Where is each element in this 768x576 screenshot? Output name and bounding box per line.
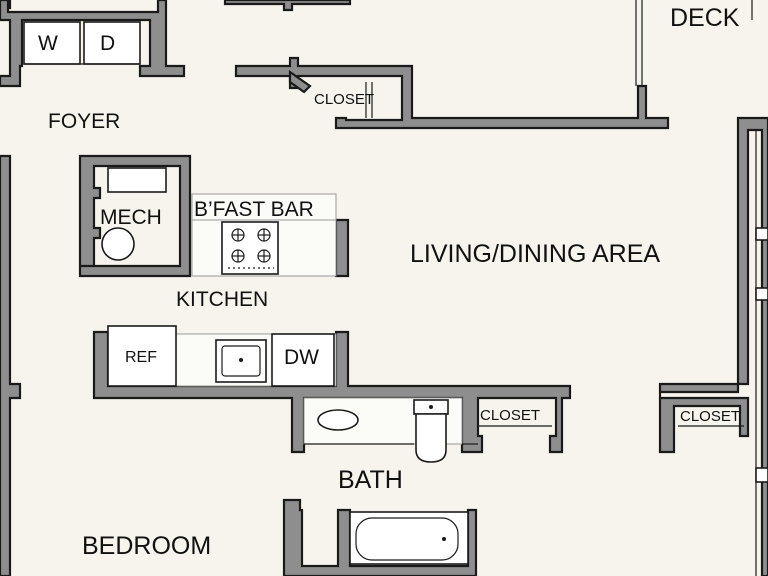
toilet-bowl [415, 413, 447, 463]
bedroom-closet-label: CLOSET [680, 408, 740, 425]
room-labels: DECK FOYER CLOSET MECH B’FAST BAR LIVING… [48, 4, 740, 560]
bath-fixtures [303, 397, 478, 565]
wall-bath-lower [282, 498, 478, 576]
bedroom-label: BEDROOM [82, 532, 211, 560]
wall-closet-door-jamb [288, 69, 312, 94]
mech-fixtures [101, 167, 167, 261]
deck-label: DECK [670, 4, 740, 32]
dryer-label: D [100, 32, 115, 55]
dryer [83, 21, 141, 65]
refrigerator [107, 325, 177, 387]
cooktop [221, 221, 279, 275]
breakfast-bar [191, 193, 337, 277]
washer [23, 21, 81, 65]
kitchen-label: KITCHEN [176, 288, 268, 311]
wall-mech-room [78, 154, 192, 278]
laundry: W D [23, 21, 141, 65]
mech-unit [107, 167, 167, 193]
washer-label: W [38, 32, 58, 55]
mech-label: MECH [100, 206, 162, 229]
right-windows [755, 130, 768, 576]
bathtub [349, 511, 469, 565]
dishwasher [271, 333, 335, 387]
burners-icon [228, 228, 274, 269]
closet-rods [365, 82, 744, 427]
wall-laundry-left [0, 0, 186, 88]
wall-bar-end [334, 218, 350, 278]
kitchen-counter: REF DW [107, 325, 337, 387]
wall-right-exterior [658, 116, 768, 576]
bath-label: BATH [338, 466, 403, 494]
wall-left-exterior [0, 154, 22, 576]
bfast-bar-label: B’FAST BAR [194, 198, 314, 221]
dishwasher-label: DW [284, 346, 319, 369]
water-heater [101, 227, 135, 261]
vanity-sink [317, 409, 359, 431]
entry-closet-label: CLOSET [314, 91, 374, 108]
wall-entry-closet [234, 56, 670, 130]
deck-railing [635, 0, 753, 86]
wall-top-center-stub [223, 0, 352, 12]
refrigerator-label: REF [125, 349, 157, 366]
foyer-label: FOYER [48, 110, 120, 133]
bath-closet-label: CLOSET [480, 407, 540, 424]
living-dining-label: LIVING/DINING AREA [410, 240, 660, 268]
